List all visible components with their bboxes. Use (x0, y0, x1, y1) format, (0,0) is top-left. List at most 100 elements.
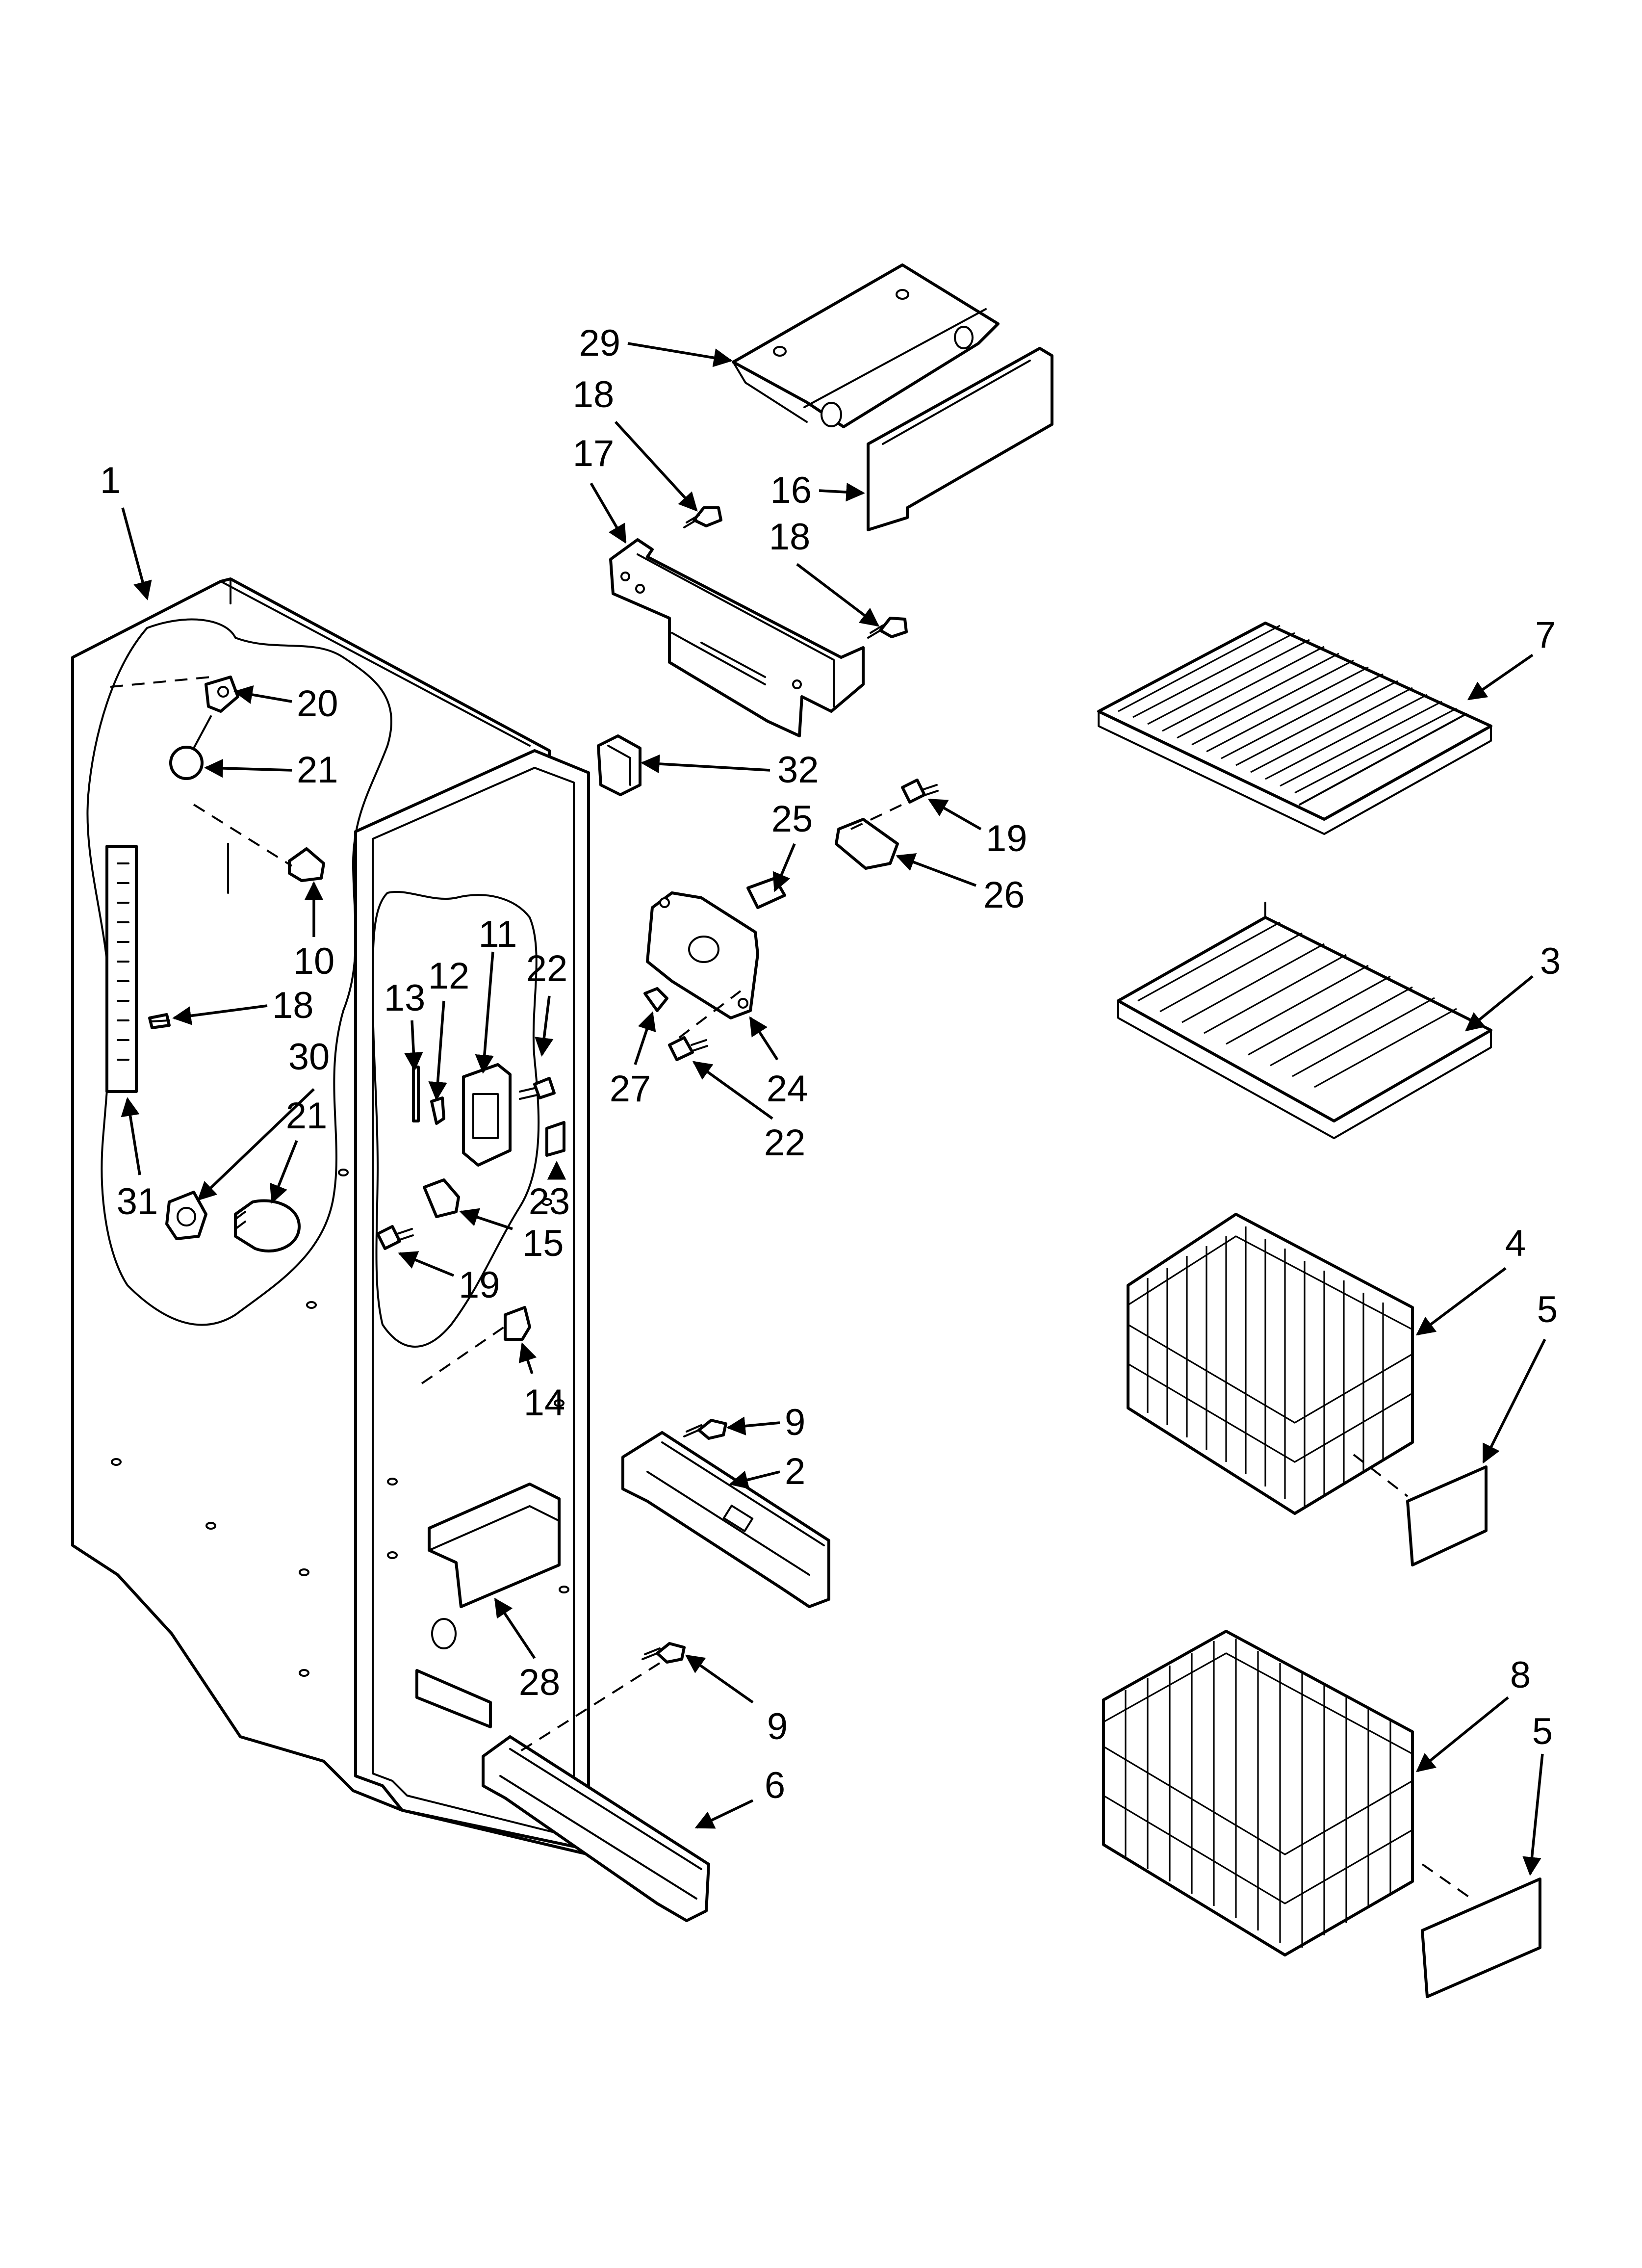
leader-9b (685, 1654, 754, 1704)
leader-17 (590, 482, 627, 544)
callout-10: 10 (293, 940, 335, 982)
screw-9-lower (641, 1642, 686, 1664)
leader-9a (726, 1416, 780, 1435)
bracket-23 (545, 1121, 565, 1157)
leader-22b (692, 1061, 773, 1120)
board-26 (835, 818, 899, 870)
liner-floor-tray (415, 1669, 492, 1728)
light-bulb-21-upper (169, 715, 212, 780)
bulb-upper-guide (110, 676, 211, 688)
leader-29 (627, 342, 733, 367)
switch-14 (504, 1306, 531, 1341)
switch-14-guide (421, 1324, 509, 1384)
callout-19b: 19 (459, 1264, 500, 1306)
leader-32 (641, 754, 770, 774)
screw-18-upper (683, 506, 722, 528)
leader-8 (1416, 1696, 1509, 1773)
screw-22-actuator (668, 1036, 708, 1061)
leader-1 (121, 507, 152, 600)
callout-6: 6 (765, 1765, 785, 1806)
light-socket-20 (205, 676, 239, 713)
leader-22a (535, 995, 554, 1057)
socket-30 (165, 1191, 207, 1240)
screw-22-liner (519, 1077, 556, 1100)
callout-24: 24 (767, 1068, 808, 1110)
liner-assembly (71, 577, 590, 1856)
callout-27: 27 (610, 1068, 651, 1110)
leader-6 (694, 1799, 754, 1829)
callout-14: 14 (524, 1382, 565, 1424)
cover-28 (428, 1483, 561, 1608)
leader-12 (428, 1000, 447, 1101)
callout-labels: 1 29 18 17 16 18 7 20 21 32 19 25 26 10 … (100, 322, 1561, 1806)
callout-5a: 5 (1537, 1289, 1558, 1330)
leader-18b (796, 563, 880, 627)
callout-4: 4 (1505, 1223, 1526, 1264)
handle-5-upper-guide (1353, 1454, 1409, 1497)
callout-18c: 18 (272, 985, 314, 1026)
shelf-7 (1097, 622, 1492, 835)
basket-4 (1127, 1213, 1414, 1515)
pin-13 (412, 1066, 420, 1122)
light-shield-10 (288, 847, 325, 882)
cover-28-fold (428, 1505, 560, 1551)
callout-28: 28 (519, 1662, 561, 1703)
leader-11 (475, 951, 494, 1074)
callout-2: 2 (785, 1451, 805, 1492)
leader-21b (269, 1140, 298, 1204)
leader-28 (494, 1597, 536, 1659)
board-26-guide (850, 804, 903, 830)
clip-32 (597, 734, 641, 796)
shield-guide (193, 804, 293, 867)
screw-18-lower (867, 617, 908, 639)
callout-5b: 5 (1532, 1711, 1553, 1752)
leader-20 (233, 685, 292, 704)
callout-30: 30 (288, 1036, 330, 1078)
liner-drain-hole (431, 1618, 457, 1649)
shelf-3 (1117, 902, 1492, 1139)
callout-23: 23 (529, 1181, 570, 1223)
callout-12: 12 (428, 955, 470, 997)
leader-27 (634, 1011, 656, 1065)
plug-27 (643, 987, 668, 1012)
switch-11-face (472, 1093, 499, 1139)
callout-31: 31 (117, 1181, 158, 1223)
leader-2 (729, 1470, 780, 1489)
handle-5-lower-guide (1421, 1863, 1472, 1900)
callout-11: 11 (479, 913, 517, 955)
callout-25: 25 (771, 798, 813, 840)
trim-2 (621, 1431, 830, 1608)
screw-9-upper (683, 1419, 727, 1440)
callout-22a: 22 (526, 948, 568, 990)
actuator-assembly (646, 891, 759, 1019)
trim-6 (482, 1735, 710, 1922)
callout-7: 7 (1535, 614, 1556, 656)
panel-16-groove (882, 360, 1031, 445)
leader-5a (1482, 1338, 1546, 1464)
callout-16: 16 (770, 469, 812, 511)
callout-18b: 18 (769, 516, 811, 558)
liner-back-wall-edge (220, 578, 531, 747)
liner-cutaway-left (86, 618, 392, 1326)
liner-side-panel-inner (372, 767, 575, 1838)
light-rail-31 (105, 845, 138, 1093)
leader-21a (204, 758, 292, 778)
screw-19-upper (901, 779, 939, 804)
callout-32: 32 (777, 749, 819, 791)
handle-5-upper (1406, 1465, 1488, 1566)
handle-5-lower (1421, 1877, 1541, 1998)
leader-3 (1465, 975, 1534, 1032)
callout-26: 26 (983, 874, 1025, 916)
leader-19a (927, 798, 982, 831)
leader-lines (121, 342, 1546, 1876)
callout-13: 13 (384, 977, 426, 1019)
liner-cutaway-right (372, 890, 540, 1348)
callout-17: 17 (573, 433, 615, 474)
leader-15 (459, 1208, 513, 1230)
callout-1: 1 (100, 460, 121, 501)
leader-7 (1467, 653, 1534, 701)
callout-21a: 21 (297, 749, 338, 791)
leader-25 (772, 843, 796, 892)
leader-5b (1522, 1753, 1544, 1876)
callout-21b: 21 (286, 1095, 328, 1137)
